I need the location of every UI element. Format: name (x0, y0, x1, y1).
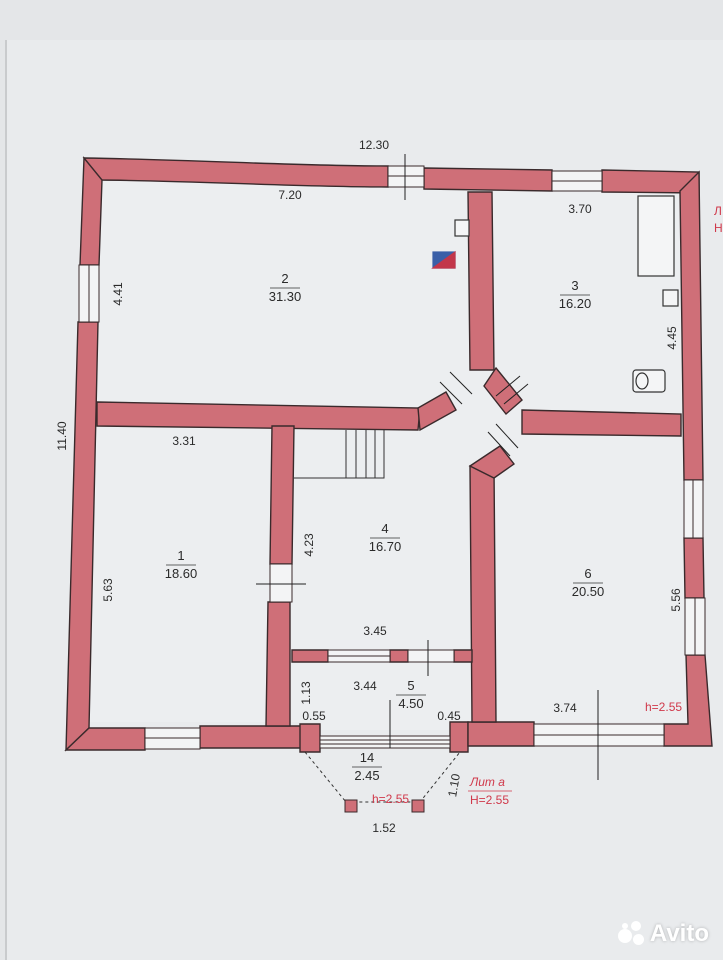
wall-top-middle (423, 167, 553, 192)
room-1-area: 18.60 (165, 566, 198, 581)
boiler-icon (431, 250, 456, 269)
stairs-outline (294, 430, 385, 479)
dim-porch-width: 1.52 (372, 821, 396, 835)
room-1-number: 1 (177, 548, 184, 563)
wall-bottom-entry-right (449, 721, 469, 753)
dim-room4-height: 4.23 (302, 533, 316, 557)
wall-room1-right-lower (265, 601, 291, 727)
wall-right-upper (679, 170, 704, 481)
porch (304, 751, 461, 813)
door-entry (319, 735, 451, 749)
annotation-edge-1: Л (714, 204, 722, 218)
interior-floor (90, 180, 700, 730)
dim-room5-width: 3.44 (353, 679, 377, 693)
wall-right-middle (683, 537, 705, 599)
room-labels: 2 31.30 3 16.20 1 18.60 4 16.70 6 20.50 … (165, 271, 605, 783)
annotation-lit-height: H=2.55 (470, 793, 509, 807)
room-2-area: 31.30 (269, 289, 302, 304)
cut-diag-2b (503, 383, 529, 405)
dim-room5-height: 1.13 (299, 681, 313, 705)
room-6-area: 20.50 (572, 584, 605, 599)
room-3-number: 3 (571, 278, 578, 293)
wall-room5-top-right (453, 649, 473, 663)
wall-bottom-right (467, 721, 535, 747)
cut-diag-2a (495, 375, 521, 397)
dim-top-right-width: 3.70 (568, 202, 592, 216)
wall-room5-top-left (291, 649, 329, 663)
dim-room6-width: 3.74 (553, 701, 577, 715)
avito-watermark-text: Avito (649, 920, 709, 947)
wall-diagonal-right (483, 366, 523, 416)
wall-diagonal-lower (468, 445, 516, 479)
room-14-area: 2.45 (354, 768, 379, 783)
height-annotations: h=2.55 h=2.55 Лит а H=2.55 Л Н (372, 204, 723, 807)
windows (78, 165, 706, 750)
cut-lines (256, 154, 599, 780)
dim-overall-width: 12.30 (359, 138, 389, 152)
annotation-lit: Лит а (469, 775, 505, 789)
room-2-number: 2 (281, 271, 288, 286)
dim-top-left-width: 7.20 (278, 188, 302, 202)
porch-outline (304, 751, 461, 803)
dim-overall-height: 11.40 (55, 421, 69, 450)
bathtub-icon (637, 195, 675, 277)
dim-porch-side: 1.10 (445, 772, 463, 798)
sink-icon-room2 (454, 219, 470, 237)
stairs (294, 430, 385, 479)
porch-post-left (344, 799, 358, 813)
walls (64, 156, 713, 753)
dimension-labels: 12.30 7.20 3.70 3.31 3.45 3.44 0.55 0.45… (55, 138, 683, 835)
room-5-area: 4.50 (398, 696, 423, 711)
cut-diag-1a (439, 381, 463, 405)
wall-bottom-entry-left (299, 723, 321, 753)
sink-icon-room3 (662, 289, 679, 307)
cut-diag-1b (449, 371, 473, 395)
dim-left-upper-height: 4.41 (111, 282, 125, 306)
dim-entry-left: 0.55 (302, 709, 326, 723)
dim-room4-width: 3.45 (363, 624, 387, 638)
wall-room5-top-mid (389, 649, 409, 663)
wall-room2-right (467, 191, 495, 371)
door-room1 (269, 563, 293, 603)
dim-room6-height: 5.56 (669, 588, 683, 612)
dim-entry-right: 0.45 (437, 709, 461, 723)
avito-watermark: Avito (617, 920, 709, 948)
toilet-icon (632, 369, 666, 393)
window-room5-right (407, 649, 455, 663)
wall-room3-bottom (521, 409, 682, 437)
room-3-area: 16.20 (559, 296, 592, 311)
dim-right-upper-height: 4.45 (665, 326, 679, 350)
room-4-area: 16.70 (369, 539, 402, 554)
room-14-number: 14 (360, 750, 374, 765)
avito-logo-icon (617, 921, 644, 947)
dim-room1-width: 3.31 (172, 434, 196, 448)
wall-room2-bottom (96, 401, 421, 431)
room-6-number: 6 (584, 566, 591, 581)
room-5-number: 5 (407, 678, 414, 693)
wall-room1-right-upper (269, 425, 295, 565)
wall-diagonal-left (417, 391, 457, 432)
dim-room1-height: 5.63 (101, 578, 115, 602)
annotation-porch-height: h=2.55 (372, 792, 409, 806)
cut-diag-3a (487, 431, 511, 457)
fixtures (431, 195, 679, 393)
porch-post-right (411, 799, 425, 813)
wall-room6-left (469, 465, 497, 723)
annotation-room6-height: h=2.55 (645, 700, 682, 714)
cut-diag-3b (495, 423, 519, 449)
annotation-edge-2: Н (714, 221, 723, 235)
room-4-number: 4 (381, 521, 388, 536)
